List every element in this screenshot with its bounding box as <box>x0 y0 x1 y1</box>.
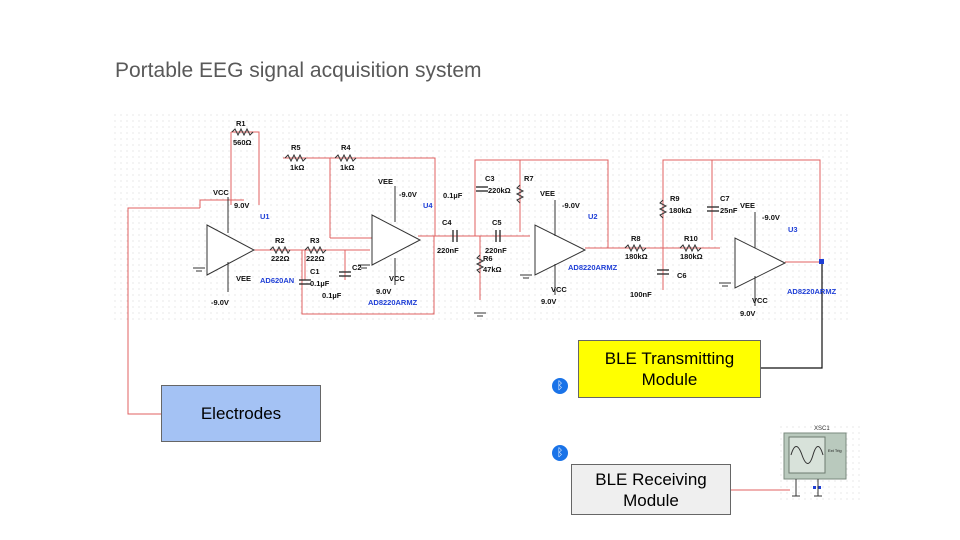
u1-vcc-value: 9.0V <box>234 201 249 210</box>
c7-ref: C7 <box>720 194 730 203</box>
oscilloscope-icon[interactable]: XSC1 Ext Trig <box>776 422 864 502</box>
scope-trigger: Ext Trig <box>828 448 842 453</box>
r3-ref: R3 <box>310 236 320 245</box>
r2-value: 222Ω <box>271 254 290 263</box>
c1-value: 0.1µF <box>310 279 330 288</box>
r7-value: 220kΩ <box>488 186 511 195</box>
u2-vee: VEE <box>540 189 555 198</box>
r8-ref: R8 <box>631 234 641 243</box>
c3-ref: C3 <box>485 174 495 183</box>
u1-ref: U1 <box>260 212 270 221</box>
r1-value: 560Ω <box>233 138 252 147</box>
c6-ref: C6 <box>677 271 687 280</box>
bluetooth-icon: ᛒ <box>552 378 568 394</box>
u4-vcc: VCC <box>389 274 405 283</box>
u1-part: AD620AN <box>260 276 294 285</box>
op-amp-u1 <box>206 224 256 276</box>
c4-ref: C4 <box>442 218 452 227</box>
u4-vee: VEE <box>378 177 393 186</box>
op-amp-u3 <box>734 237 787 289</box>
r4-value: 1kΩ <box>340 163 354 172</box>
ble-rx-label: BLE Receiving Module <box>595 469 707 510</box>
c2-ref: C2 <box>352 263 362 272</box>
r9-value: 180kΩ <box>669 206 692 215</box>
output-probe <box>819 259 824 264</box>
op-amp-u4 <box>371 214 422 266</box>
resistors <box>231 127 702 274</box>
r7-ref: R7 <box>524 174 534 183</box>
u3-vee: VEE <box>740 201 755 210</box>
r1-ref: R1 <box>236 119 246 128</box>
r2-ref: R2 <box>275 236 285 245</box>
r6-value: 47kΩ <box>483 265 502 274</box>
scope-label: XSC1 <box>814 426 830 432</box>
wire-to-ble-tx <box>760 262 823 369</box>
ble-receiving-module[interactable]: BLE Receiving Module <box>571 464 731 515</box>
u1-vee: VEE <box>236 274 251 283</box>
u4-vcc-value: 9.0V <box>376 287 391 296</box>
u4-ref: U4 <box>423 201 433 210</box>
r5-value: 1kΩ <box>290 163 304 172</box>
r10-value: 180kΩ <box>680 252 703 261</box>
c2-value: 0.1µF <box>322 291 342 300</box>
c5-value: 220nF <box>485 246 507 255</box>
ground-icon <box>193 264 731 317</box>
electrodes-block[interactable]: Electrodes <box>161 385 321 442</box>
page-title: Portable EEG signal acquisition system <box>115 59 482 82</box>
ble-tx-label: BLE Transmitting Module <box>604 349 735 389</box>
u2-part: AD8220ARMZ <box>568 263 618 272</box>
u1-vcc: VCC <box>213 188 229 197</box>
u2-vcc: VCC <box>551 285 567 294</box>
electrodes-label: Electrodes <box>200 404 282 423</box>
bluetooth-icon: ᛒ <box>552 445 568 461</box>
u4-part: AD8220ARMZ <box>368 298 418 307</box>
c5-ref: C5 <box>492 218 502 227</box>
u2-ref: U2 <box>588 212 598 221</box>
c1-ref: C1 <box>310 267 320 276</box>
schematic-grid <box>112 114 850 322</box>
op-amp-u2 <box>534 224 587 276</box>
u2-vee-value: -9.0V <box>562 201 580 210</box>
capacitors <box>299 186 719 285</box>
u3-part: AD8220ARMZ <box>787 287 837 296</box>
r3-value: 222Ω <box>306 254 325 263</box>
ble-transmitting-module[interactable]: BLE Transmitting Module <box>578 340 761 398</box>
c7-value: 25nF <box>720 206 738 215</box>
u3-ref: U3 <box>788 225 798 234</box>
r6-ref: R6 <box>483 254 493 263</box>
r5-ref: R5 <box>291 143 301 152</box>
r10-ref: R10 <box>684 234 698 243</box>
u3-vcc: VCC <box>752 296 768 305</box>
u2-vcc-value: 9.0V <box>541 297 556 306</box>
c3-value: 0.1µF <box>443 191 463 200</box>
r8-value: 180kΩ <box>625 252 648 261</box>
r9-ref: R9 <box>670 194 680 203</box>
u3-vee-value: -9.0V <box>762 213 780 222</box>
c4-value: 220nF <box>437 246 459 255</box>
r4-ref: R4 <box>341 143 351 152</box>
u4-vee-value: -9.0V <box>399 190 417 199</box>
c6-value: 100nF <box>630 290 652 299</box>
u1-vee-value: -9.0V <box>211 298 229 307</box>
u3-vcc-value: 9.0V <box>740 309 755 318</box>
